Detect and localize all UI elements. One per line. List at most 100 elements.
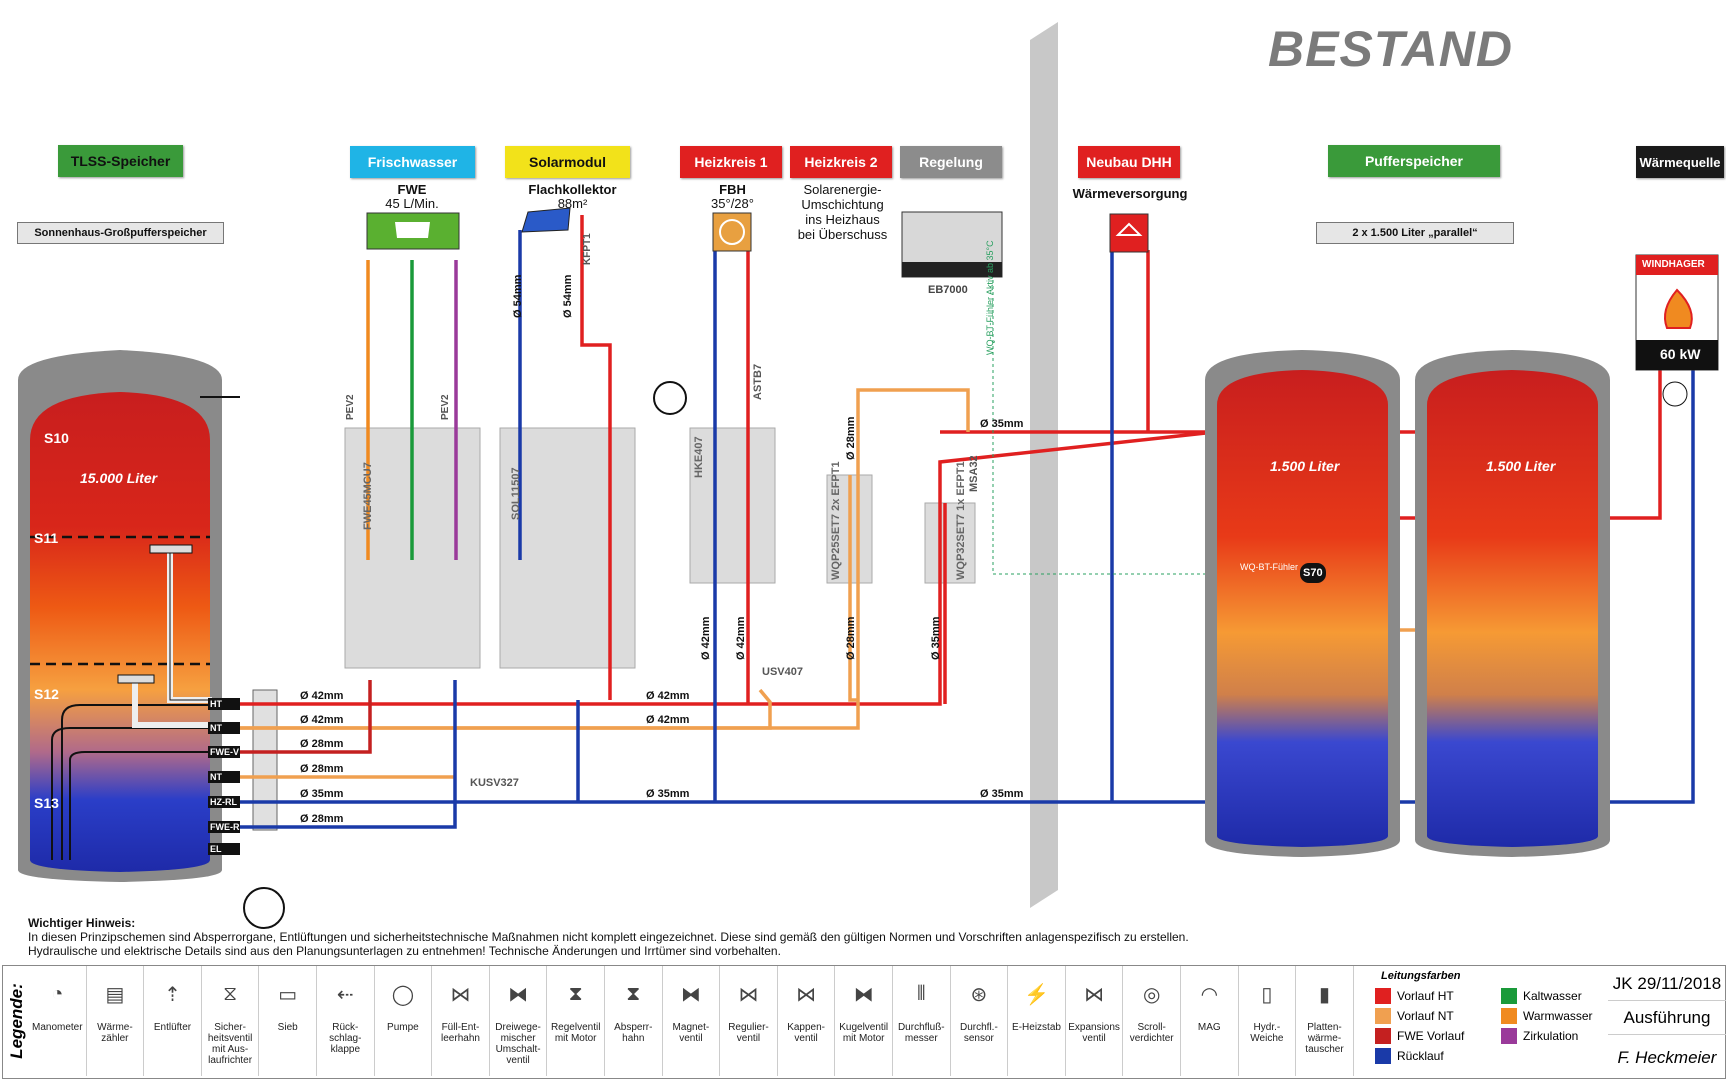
legend-item-label: Regelventil mit Motor (550, 1022, 601, 1044)
legend-item: ▭Sieb (259, 966, 317, 1076)
legend-color-row: Warmwasser (1501, 1008, 1593, 1024)
legend-color-label: Rücklauf (1397, 1049, 1444, 1063)
pipe-hzrl-label: Ø 35mm (300, 788, 344, 800)
conn-el: EL (210, 844, 222, 854)
legend-symbol-icon: ⇡ (164, 983, 181, 1006)
legend-color-row: Vorlauf NT (1375, 1008, 1454, 1024)
legend-item-label: Sieb (277, 1022, 298, 1033)
astb-label: ASTB7 (752, 363, 764, 400)
legend-item: ⦀ Durchfluß-messer (893, 966, 951, 1076)
legend-item-label: Pumpe (387, 1022, 419, 1033)
pipe-hk1-red-label: Ø 42mm (735, 616, 747, 660)
legend-item: ◯ Pumpe (375, 966, 433, 1076)
legend-color-swatch (1375, 1048, 1391, 1064)
kfpt-label: KFPT1 (582, 233, 593, 265)
legend-item: ▤Wärme-zähler (87, 966, 145, 1076)
puffer2-volume: 1.500 Liter (1486, 458, 1556, 474)
hk2-text-3: ins Heizhaus (805, 212, 880, 227)
legend-symbol-icon: ⦀ (916, 982, 926, 1005)
waermeversorgung-label: Wärmeversorgung (1072, 186, 1188, 201)
note-heading: Wichtiger Hinweis: (28, 916, 136, 930)
legend-color-swatch (1375, 1008, 1391, 1024)
legend-color-swatch (1375, 988, 1391, 1004)
conn-fwev: FWE-V (210, 747, 239, 757)
pipes (240, 215, 1695, 829)
legend-color-swatch (1375, 1028, 1391, 1044)
pev-label-1: PEV2 (345, 394, 356, 420)
pipe-wqp-down-label: Ø 28mm (845, 616, 857, 660)
legend-item: ◔Manometer (29, 966, 87, 1076)
eb7000-label: EB7000 (928, 284, 968, 296)
legend-item: ⧗Regelventil mit Motor (547, 966, 605, 1076)
fwe-title: FWE (397, 182, 427, 197)
legend-item-label: Wärme-zähler (97, 1022, 133, 1044)
puffer1-volume: 1.500 Liter (1270, 458, 1340, 474)
legend-color-label: FWE Vorlauf (1397, 1029, 1465, 1043)
legend-symbol-icon: ⋈ (738, 983, 759, 1006)
legend-color-label: Vorlauf HT (1397, 989, 1454, 1003)
legend-item: ▯Hydr.-Weiche (1239, 966, 1297, 1076)
s70-label: S70 (1303, 567, 1323, 579)
legend-color-row: Rücklauf (1375, 1048, 1444, 1064)
legend-symbol-icon: ⇠ (336, 983, 354, 1006)
house-icon (1109, 213, 1149, 253)
legend-item-label: Hydr.-Weiche (1250, 1022, 1284, 1044)
conn-ht: HT (210, 699, 222, 709)
legend-symbol-icon: ◯ (391, 983, 415, 1006)
hke-module-label: HKE407 (693, 436, 705, 478)
sensor-s11: S11 (34, 530, 59, 546)
pipe-wqp2-label: Ø 35mm (930, 616, 942, 660)
conn-nt: NT (210, 723, 222, 733)
legend-item: ⧗Absperr-hahn (605, 966, 663, 1076)
legend-symbol-icon: ◠ (1200, 983, 1219, 1006)
legend-item-label: Sicher-heitsventil mit Aus-laufrichter (207, 1022, 253, 1066)
hk2-text-4: bei Überschuss (797, 227, 888, 242)
sol-module-box (499, 427, 636, 669)
legend-item: ⧓Magnet-ventil (663, 966, 721, 1076)
sensor-s10: S10 (44, 430, 69, 446)
sensor-s13: S13 (34, 795, 59, 811)
fwe-module-label: FWE45MCU7 (362, 462, 374, 530)
legend-item: ◠MAG (1181, 966, 1239, 1076)
conn-hzrl: HZ-RL (210, 797, 237, 807)
wq-fuehler-label: WQ-BT-Fühler (1240, 562, 1299, 572)
sol-module-label: SOL11507 (510, 467, 522, 520)
pipe-ht-right-label: Ø 35mm (980, 418, 1024, 430)
legend-symbol-icon: ⧖ (223, 982, 238, 1005)
header-regelung: Regelung (900, 146, 1002, 178)
fbh-title: FBH (719, 182, 746, 197)
legend-symbol-icon: ⧓ (853, 983, 874, 1006)
kusv-label: KUSV327 (470, 777, 519, 789)
hydraulic-scheme (18, 22, 1719, 929)
header-neubau: Neubau DHH (1078, 146, 1180, 178)
kw-label: 60 kW (1660, 346, 1701, 362)
legend-symbol-icon: ◎ (1142, 983, 1161, 1006)
wqp2-module-box (924, 502, 976, 584)
solar-collector-icon (521, 207, 571, 233)
note-line-2: Hydraulische und elektrische Details sin… (28, 944, 781, 958)
pipe-fwer-label: Ø 28mm (300, 813, 344, 825)
legend-item: ⋈Kappen-ventil (778, 966, 836, 1076)
legend-item-label: Platten-wärme-tauscher (1305, 1022, 1344, 1055)
pipe-fwev-label: Ø 28mm (300, 738, 344, 750)
pipe-solar-red-label: Ø 54mm (562, 274, 574, 318)
fbh-sub: 35°/28° (711, 196, 754, 211)
legend-item-label: Durchfl.-sensor (959, 1022, 998, 1044)
solar-sub: 88m² (557, 196, 588, 211)
s70-badge (1300, 563, 1326, 583)
mag-solar (653, 381, 687, 415)
pipe-rl-mid-label: Ø 35mm (646, 788, 690, 800)
legend-item-label: Durchfluß-messer (897, 1022, 945, 1044)
sensor-s12: S12 (34, 686, 59, 702)
legend-color-row: Vorlauf HT (1375, 988, 1454, 1004)
legend-item: ⇡Entlüfter (144, 966, 202, 1076)
legend-item: ⧓Kugelventil mit Motor (835, 966, 893, 1076)
connector-panel (208, 689, 278, 855)
legend-item-label: Rück-schlag-klappe (329, 1022, 362, 1055)
puffer-box: 2 x 1.500 Liter „parallel“ (1316, 222, 1514, 244)
sonnenhaus-label: Sonnenhaus-Großpufferspeicher (17, 222, 224, 244)
legend-item-label: Regulier-ventil (728, 1022, 769, 1044)
pev-label-2: PEV2 (440, 394, 451, 420)
legend-item: ⧖ Sicher-heitsventil mit Aus-laufrichter (202, 966, 260, 1076)
pipe-ht-label: Ø 42mm (300, 690, 344, 702)
